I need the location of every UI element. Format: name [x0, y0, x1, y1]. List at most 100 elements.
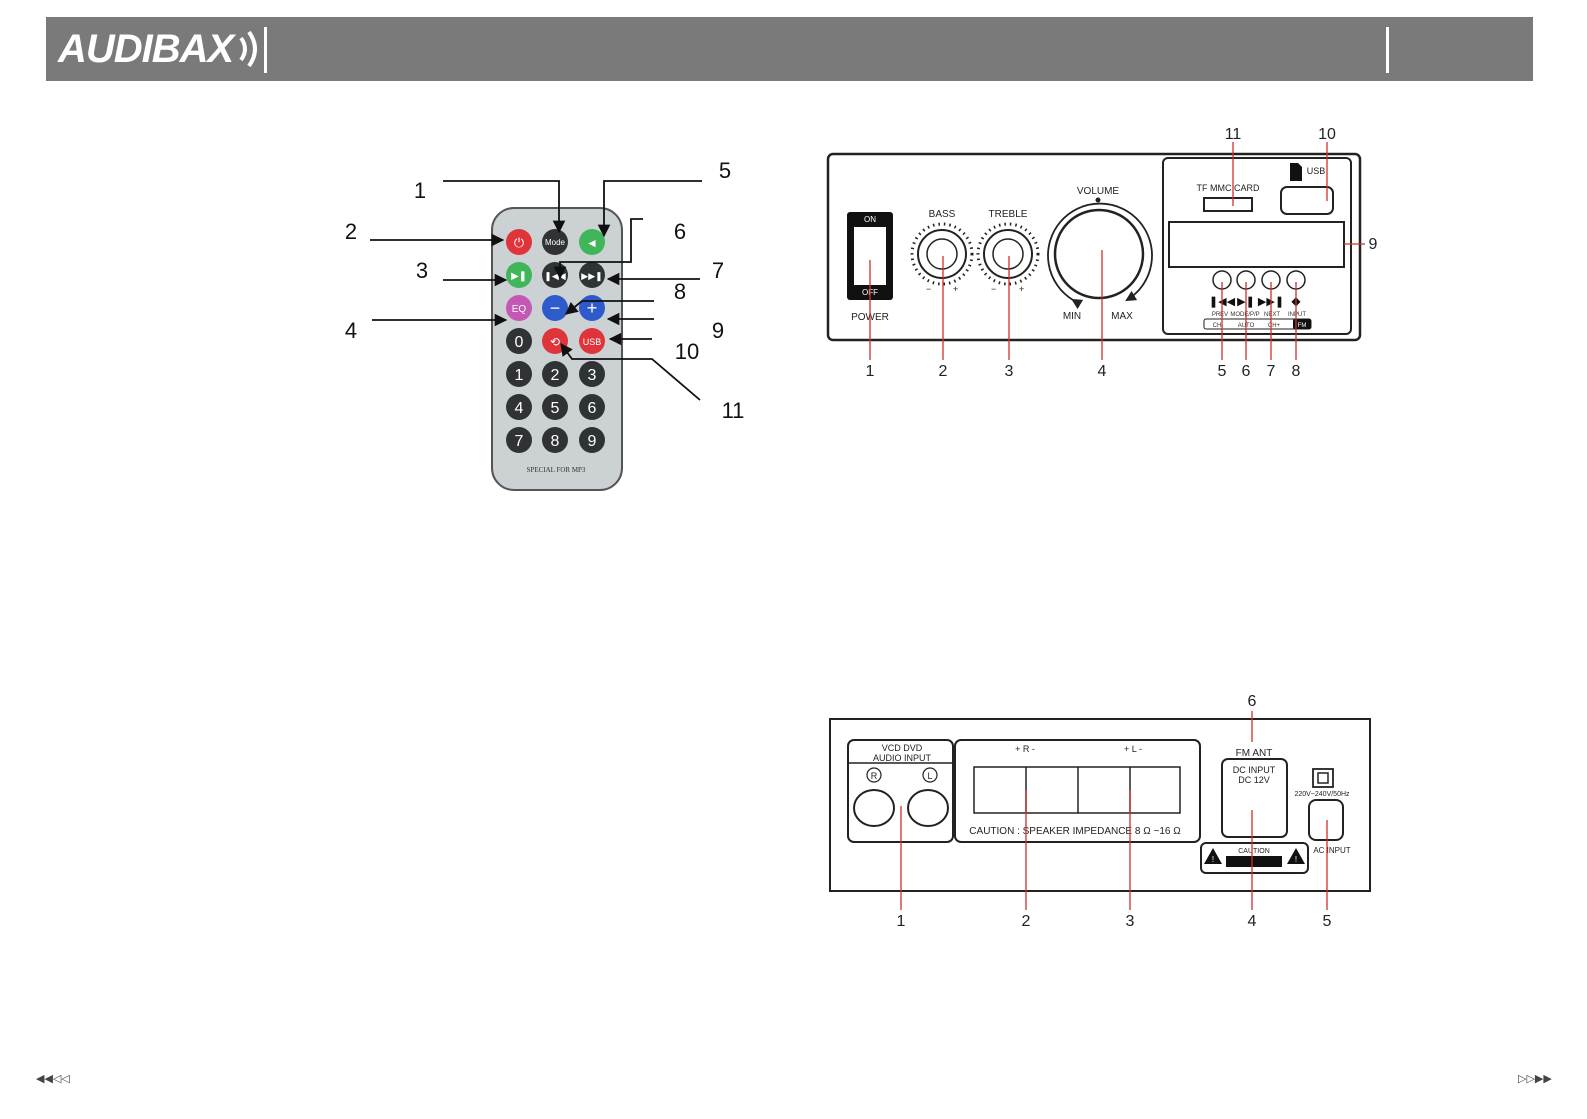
next-icon: ▶▶❚: [581, 271, 602, 282]
callout-number: 8: [1292, 363, 1301, 380]
ac-input-socket[interactable]: [1308, 799, 1344, 841]
fm-label: FM: [1298, 323, 1307, 329]
sd-card-icon: [1290, 163, 1302, 181]
front-callout-lines: [869, 142, 1365, 360]
power-button[interactable]: [506, 229, 532, 255]
fm-ant-label: FM ANT: [1236, 748, 1273, 759]
usb-port[interactable]: [1280, 186, 1334, 215]
digit-3-button[interactable]: [579, 361, 605, 387]
digit-2-label: 2: [551, 367, 560, 384]
dc-input-label-1: DC INPUT: [1233, 765, 1276, 775]
digit-0-label: 0: [515, 334, 524, 351]
warning-icon: [1287, 848, 1305, 864]
digit-5-button[interactable]: [542, 394, 568, 420]
bass-knob-cap: [926, 238, 958, 270]
plus-icon: +: [953, 284, 958, 294]
digit-1-button[interactable]: [506, 361, 532, 387]
repeat-icon: ⟲: [550, 335, 560, 349]
volume-down-button[interactable]: [542, 295, 568, 321]
digit-4-button[interactable]: [506, 394, 532, 420]
tf-card-label: TF MMC CARD: [1197, 183, 1260, 193]
minus-icon: −: [550, 298, 561, 318]
audio-input-title-2: AUDIO INPUT: [873, 753, 932, 763]
mode-label: MODE/P/P: [1230, 312, 1259, 318]
usb-button[interactable]: [579, 328, 605, 354]
eq-button[interactable]: [506, 295, 532, 321]
minus-icon: −: [991, 284, 996, 294]
display-window: [1168, 221, 1345, 268]
callout-number: 1: [414, 178, 426, 203]
plus-icon: +: [1019, 284, 1024, 294]
treble-knob-scale: [976, 222, 1040, 286]
header-separator: [1386, 27, 1389, 73]
next-page-icon[interactable]: ▷▷▶▶: [1518, 1072, 1552, 1085]
callout-number: 9: [1369, 236, 1378, 253]
mode-button[interactable]: [542, 229, 568, 255]
callout-number: 2: [1022, 913, 1031, 930]
digit-2-button[interactable]: [542, 361, 568, 387]
bass-label: BASS: [929, 209, 956, 220]
callout-number: 3: [1126, 913, 1135, 930]
callout-number: 2: [345, 219, 357, 244]
callout-number: 3: [1005, 363, 1014, 380]
audibax-logo: AUDIBAX: [58, 19, 267, 79]
voltage-label: 220V~240V/50Hz: [1294, 791, 1350, 798]
play-pause-icon: ▶❚: [511, 271, 527, 282]
eq-label: EQ: [512, 304, 527, 315]
front-panel-diagram: ON OFF POWER BASS − + TREBLE − + VOLUME …: [826, 126, 1378, 380]
minus-icon: −: [926, 284, 931, 294]
audio-input-title-1: VCD DVD: [882, 743, 923, 753]
callout-number: 5: [1218, 363, 1227, 380]
plus-icon: +: [587, 298, 598, 318]
digit-8-button[interactable]: [542, 427, 568, 453]
callout-number: 4: [1098, 363, 1107, 380]
usb-label: USB: [583, 337, 602, 347]
treble-knob-cap: [992, 238, 1024, 270]
callout-number: 10: [675, 339, 699, 364]
speaker-r-label: + R -: [1015, 744, 1035, 754]
callout-number: 1: [866, 363, 875, 380]
digit-7-button[interactable]: [506, 427, 532, 453]
digit-8-label: 8: [551, 433, 560, 450]
digit-7-label: 7: [515, 433, 524, 450]
digit-9-button[interactable]: [579, 427, 605, 453]
usb-label: USB: [1307, 166, 1326, 176]
volume-label: VOLUME: [1077, 186, 1120, 197]
dc-input-label-2: DC 12V: [1238, 775, 1270, 785]
callout-number: 7: [712, 258, 724, 283]
dc-input-socket[interactable]: [1221, 758, 1288, 838]
callout-number: 5: [1323, 913, 1332, 930]
prev-page-icon[interactable]: ◀◀◁◁: [36, 1072, 70, 1085]
digit-1-label: 1: [515, 367, 524, 384]
next-button[interactable]: [579, 262, 605, 288]
digit-6-button[interactable]: [579, 394, 605, 420]
sound-waves-icon: [239, 30, 258, 68]
r-jack-label: R: [871, 771, 878, 781]
remote-footer-text: SPECIAL FOR MP3: [527, 466, 586, 474]
digit-9-label: 9: [588, 433, 597, 450]
ch-minus-label: CH-: [1213, 323, 1224, 329]
mode-label: Mode: [545, 238, 566, 247]
volume-knob[interactable]: [1053, 208, 1145, 300]
double-insulation-inner: [1317, 772, 1329, 784]
speaker-caution-text: CAUTION : SPEAKER IMPEDANCE 8 Ω ~16 Ω: [969, 826, 1181, 837]
speaker-l-label: + L -: [1124, 744, 1142, 754]
callout-number: 6: [674, 219, 686, 244]
ch-plus-label: CH+: [1268, 323, 1281, 329]
callout-number: 4: [1248, 913, 1257, 930]
digit-4-label: 4: [515, 400, 524, 417]
header-bar: AUDIBAX: [46, 17, 1533, 81]
l-jack-marker: [922, 767, 938, 783]
ac-input-label: AC INPUT: [1313, 846, 1350, 855]
warning-icon-mark: !: [1212, 855, 1214, 864]
rca-jack-l[interactable]: [907, 789, 949, 827]
callout-number: 10: [1318, 126, 1336, 143]
callout-number: 6: [1242, 363, 1251, 380]
tf-card-slot[interactable]: [1203, 197, 1253, 212]
play-pause-button[interactable]: [506, 262, 532, 288]
rca-jack-r[interactable]: [853, 789, 895, 827]
callout-number: 11: [1225, 126, 1242, 143]
digit-0-button[interactable]: [506, 328, 532, 354]
r-jack-marker: [866, 767, 882, 783]
volume-marker-dot: [1095, 197, 1101, 203]
